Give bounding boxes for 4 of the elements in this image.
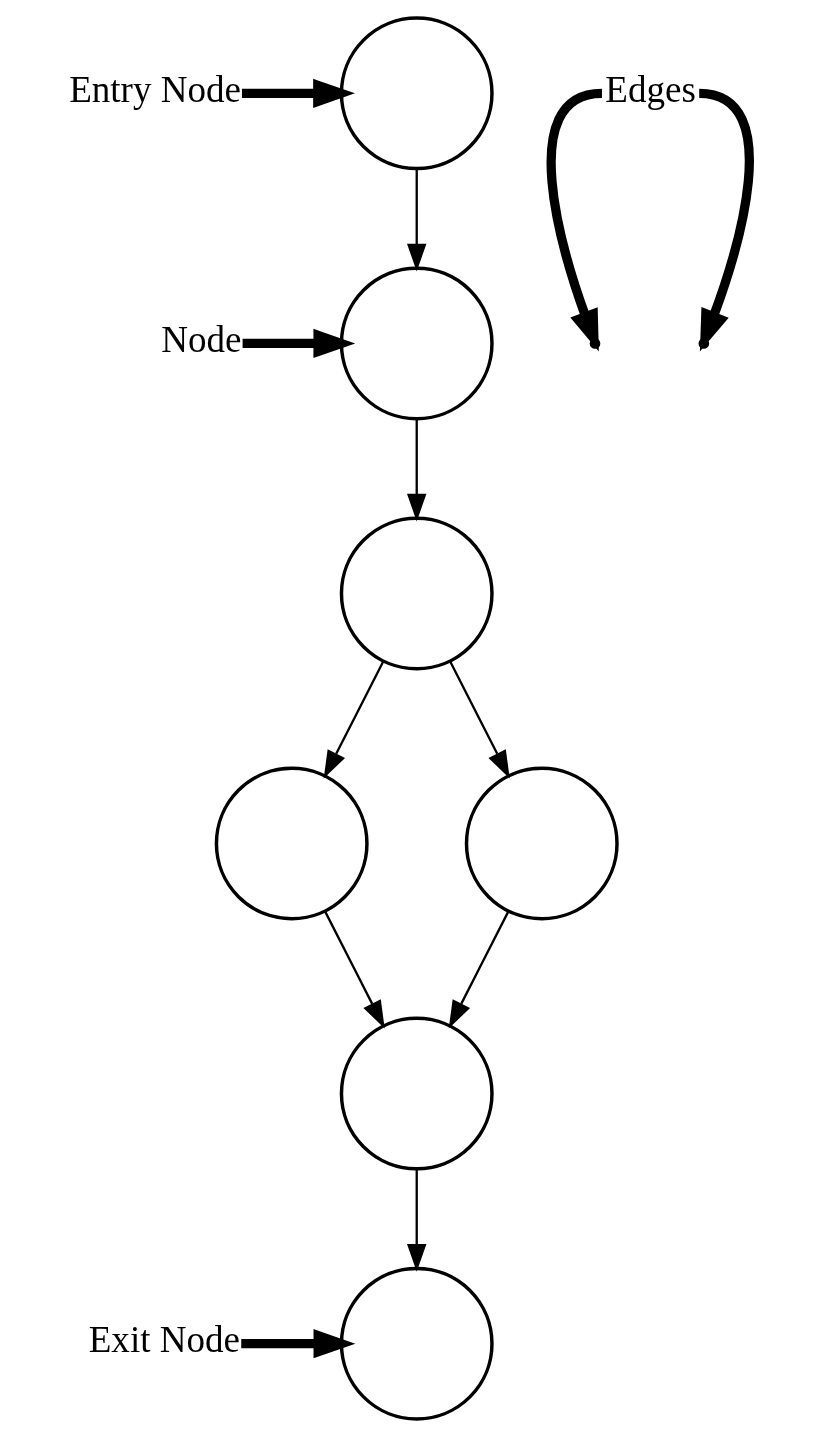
node-text: Edges [604, 69, 696, 111]
node-text: Exit Node [88, 1319, 240, 1361]
node-text: Entry Node [68, 69, 241, 111]
node-text: Node [160, 319, 241, 361]
